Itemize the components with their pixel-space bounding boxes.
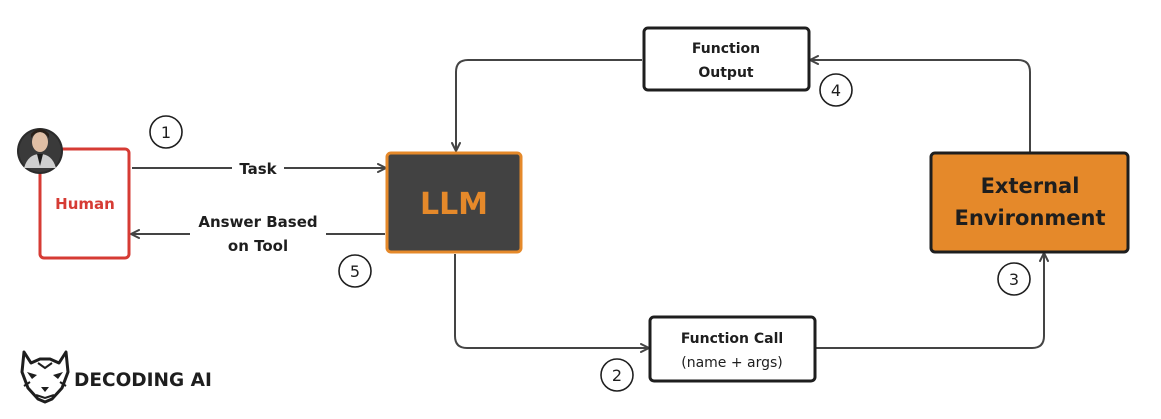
step-4-badge: 4	[819, 73, 853, 107]
function-call-to-environment-arrow	[815, 252, 1049, 349]
human-box	[38, 147, 131, 260]
step-4-label: 4	[831, 81, 841, 100]
step-5-label: 5	[350, 262, 360, 281]
function-output-to-llm-arrow	[451, 59, 642, 152]
step-3-label: 3	[1009, 270, 1019, 289]
wolf-logo-icon	[20, 350, 70, 404]
llm-label: LLM	[420, 187, 488, 222]
step-2-badge: 2	[600, 358, 634, 392]
function-output-label-line1: Function	[692, 41, 760, 57]
logo-text: DECODING AI	[74, 370, 212, 391]
external-environment-box[interactable]	[929, 151, 1130, 254]
step-2-label: 2	[612, 366, 622, 385]
decoding-ai-logo: DECODING AI	[20, 350, 212, 404]
answer-label-line1: Answer Based	[198, 213, 317, 231]
step-5-badge: 5	[338, 254, 372, 288]
environment-to-function-output-arrow	[809, 55, 1031, 152]
step-1-badge: 1	[149, 115, 183, 149]
step-3-badge: 3	[997, 262, 1031, 296]
llm-to-function-call-arrow	[454, 254, 650, 353]
task-label: Task	[239, 160, 277, 178]
human-avatar	[17, 128, 63, 174]
function-output-label-line2: Output	[698, 65, 754, 81]
llm-box[interactable]	[385, 151, 523, 254]
function-call-label-line2: (name + args)	[681, 355, 783, 371]
human-label: Human	[55, 195, 115, 213]
function-output-box[interactable]	[642, 26, 811, 92]
step-1-label: 1	[161, 123, 171, 142]
answer-label-line2: on Tool	[228, 237, 288, 255]
external-environment-label-line2: Environment	[954, 206, 1105, 230]
external-environment-label-line1: External	[981, 174, 1080, 198]
function-call-label-line1: Function Call	[681, 331, 783, 347]
function-call-box[interactable]	[648, 315, 817, 383]
